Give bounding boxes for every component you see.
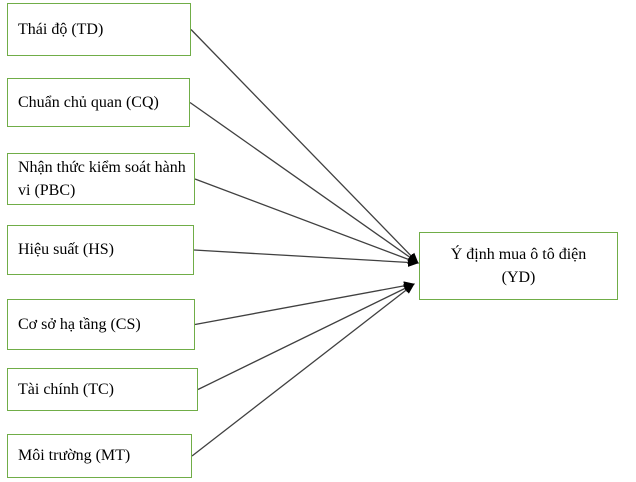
- edge-TC-YD: [197, 283, 415, 391]
- edge-TD-YD: [190, 29, 419, 264]
- node-co-so-ha-tang-box: Cơ sở hạ tầng (CS): [7, 299, 195, 350]
- node-moi-truong-label: Môi trường (MT): [18, 447, 131, 465]
- node-thai-do-label: Thái độ (TD): [18, 20, 104, 38]
- edge-CS-YD: [194, 281, 415, 326]
- edge-MT-YD: [191, 283, 415, 457]
- edge-PBC-YD: [194, 178, 419, 264]
- node-nhan-thuc-kiem-soat-box: Nhận thức kiểm soát hành vi (PBC): [7, 153, 195, 205]
- node-hieu-suat-label: Hiệu suất (HS): [18, 241, 114, 259]
- node-chuan-chu-quan-label: Chuẩn chủ quan (CQ): [18, 93, 159, 111]
- edge-CQ-YD: [189, 101, 419, 264]
- node-tai-chinh-box: Tài chính (TC): [7, 368, 198, 411]
- node-nhan-thuc-kiem-soat-label: Nhận thức kiểm soát hành vi (PBC): [18, 158, 186, 199]
- node-tai-chinh-label: Tài chính (TC): [18, 380, 114, 398]
- node-chuan-chu-quan-box: Chuẩn chủ quan (CQ): [7, 78, 190, 127]
- node-thai-do-box: Thái độ (TD): [7, 3, 191, 56]
- edge-HS-YD: [193, 249, 419, 267]
- node-hieu-suat-box: Hiệu suất (HS): [7, 225, 194, 275]
- node-yd-label-line2: (YD): [501, 269, 536, 286]
- node-co-so-ha-tang-label: Cơ sở hạ tầng (CS): [18, 315, 141, 333]
- node-y-dinh-mua-o-to-dien-box: Ý định mua ô tô điện (YD): [419, 232, 618, 300]
- node-yd-label-line1: Ý định mua ô tô điện: [450, 245, 587, 263]
- node-moi-truong-box: Môi trường (MT): [7, 434, 192, 478]
